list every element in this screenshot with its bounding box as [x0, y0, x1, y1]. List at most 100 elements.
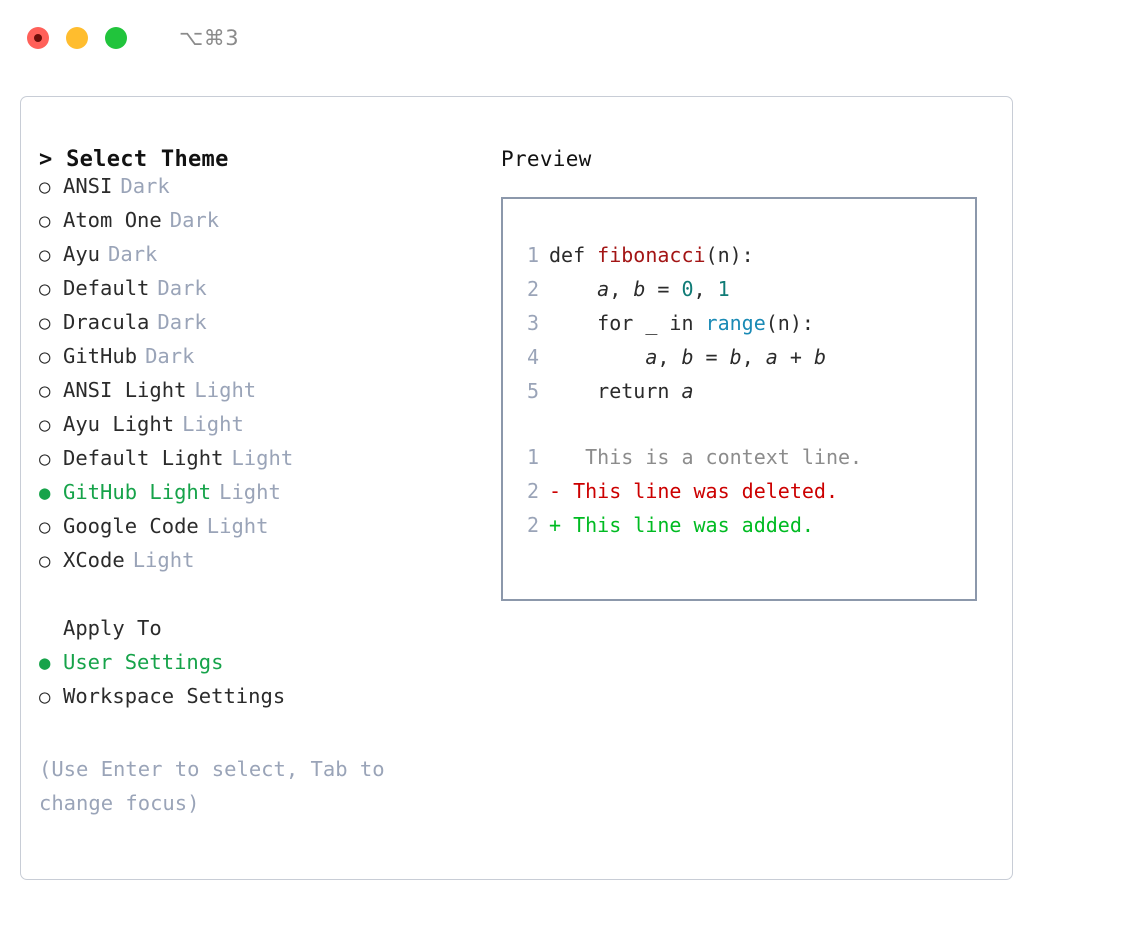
theme-variant-badge: Light: [219, 480, 281, 504]
code-token: a: [681, 379, 694, 403]
diff-line: 2+ This line was added.: [513, 513, 975, 547]
code-token: (n):: [705, 243, 754, 267]
line-number: 1: [526, 243, 539, 267]
theme-option[interactable]: ● GitHub Light Light: [39, 480, 469, 514]
code-line-text: a, b = b, a + b: [549, 345, 826, 369]
theme-option-label: ANSI Light: [63, 378, 187, 402]
theme-option-label: Default: [63, 276, 150, 300]
code-token: ,: [657, 345, 682, 369]
line-number: 2: [526, 479, 539, 503]
code-token: for _ in: [549, 311, 706, 335]
code-line-text: return a: [549, 379, 694, 403]
theme-variant-badge: Dark: [169, 208, 220, 232]
panel-title: > Select Theme: [39, 147, 229, 172]
radio-unselected-icon: ○: [39, 686, 51, 708]
close-button[interactable]: [27, 27, 49, 49]
diff-line-text: This line was deleted.: [561, 479, 838, 503]
radio-unselected-icon: ○: [39, 516, 51, 538]
diff-marker: +: [549, 513, 562, 537]
code-token: a: [597, 277, 610, 301]
code-token: [549, 345, 645, 369]
recording-indicator-icon: [34, 34, 42, 42]
diff-line: 1 This is a context line.: [513, 445, 975, 479]
diff-marker: [549, 445, 561, 469]
code-token: a: [765, 345, 778, 369]
code-token: ,: [741, 345, 766, 369]
theme-variant-badge: Dark: [157, 310, 207, 334]
apply-to-heading: ○ Apply To: [39, 616, 469, 650]
theme-option[interactable]: ○ ANSI Light Light: [39, 378, 469, 412]
diff-marker: -: [549, 479, 562, 503]
code-token: a: [645, 345, 658, 369]
window-controls: [27, 27, 127, 49]
minimize-button[interactable]: [66, 27, 88, 49]
radio-unselected-icon: ○: [39, 448, 51, 470]
radio-unselected-icon: ○: [39, 414, 51, 436]
code-token: [549, 277, 597, 301]
code-token: =: [645, 277, 682, 301]
code-line: 2 a, b = 0, 1: [513, 277, 975, 311]
code-token: b: [633, 277, 646, 301]
code-token: 0: [681, 277, 694, 301]
theme-variant-badge: Dark: [108, 242, 158, 266]
code-token: range: [705, 311, 766, 335]
theme-variant-badge: Dark: [120, 174, 170, 198]
theme-option[interactable]: ○ Atom One Dark: [39, 208, 469, 242]
radio-unselected-icon: ○: [39, 244, 51, 266]
line-number: 2: [526, 277, 539, 301]
theme-variant-badge: Dark: [157, 276, 207, 300]
theme-option-label: Ayu Light: [63, 412, 175, 436]
theme-option-label: Dracula: [63, 310, 150, 334]
apply-to-option[interactable]: ●User Settings: [39, 650, 469, 684]
radio-unselected-icon: ○: [39, 210, 51, 232]
radio-selected-icon: ●: [39, 482, 51, 504]
theme-option-label: Atom One: [63, 208, 162, 232]
line-number: 4: [526, 345, 539, 369]
radio-unselected-icon: ○: [39, 380, 51, 402]
diff-line-text: This line was added.: [561, 513, 814, 537]
apply-to-option[interactable]: ○ Workspace Settings: [39, 684, 469, 718]
code-token: =: [693, 345, 730, 369]
theme-variant-badge: Light: [194, 378, 257, 402]
theme-option-label: ANSI: [63, 174, 113, 198]
theme-option[interactable]: ○ Dracula Dark: [39, 310, 469, 344]
radio-selected-icon: ●: [39, 652, 51, 674]
radio-unselected-icon: ○: [39, 278, 51, 300]
theme-option-label: XCode: [63, 548, 125, 572]
code-token: b: [681, 345, 694, 369]
diff-line-text: This is a context line.: [561, 445, 863, 469]
theme-variant-badge: Light: [132, 548, 195, 572]
theme-option-label: GitHub Light: [63, 480, 212, 504]
zoom-button[interactable]: [105, 27, 127, 49]
code-line: 4 a, b = b, a + b: [513, 345, 975, 379]
keyboard-hint: (Use Enter to select, Tab to change focu…: [39, 757, 385, 815]
theme-option[interactable]: ○ Google Code Light: [39, 514, 469, 548]
keyboard-shortcut-label: ⌥⌘3: [179, 26, 240, 50]
code-token: b: [729, 345, 742, 369]
code-line-text: def fibonacci(n):: [549, 243, 754, 267]
apply-to-option-label: Workspace Settings: [63, 684, 286, 708]
theme-variant-badge: Light: [231, 446, 294, 470]
theme-option[interactable]: ○ Default Dark: [39, 276, 469, 310]
code-line: 1 def fibonacci(n):: [513, 243, 975, 277]
code-token: +: [777, 345, 814, 369]
theme-variant-badge: Light: [206, 514, 269, 538]
theme-option-label: Google Code: [63, 514, 199, 538]
preview-spacer: [513, 413, 975, 445]
code-token: def: [549, 243, 598, 267]
theme-option-label: GitHub: [63, 344, 138, 368]
code-token: fibonacci: [597, 243, 706, 267]
radio-unselected-icon: ○: [39, 312, 51, 334]
line-number: 3: [526, 311, 539, 335]
theme-variant-badge: Dark: [145, 344, 195, 368]
